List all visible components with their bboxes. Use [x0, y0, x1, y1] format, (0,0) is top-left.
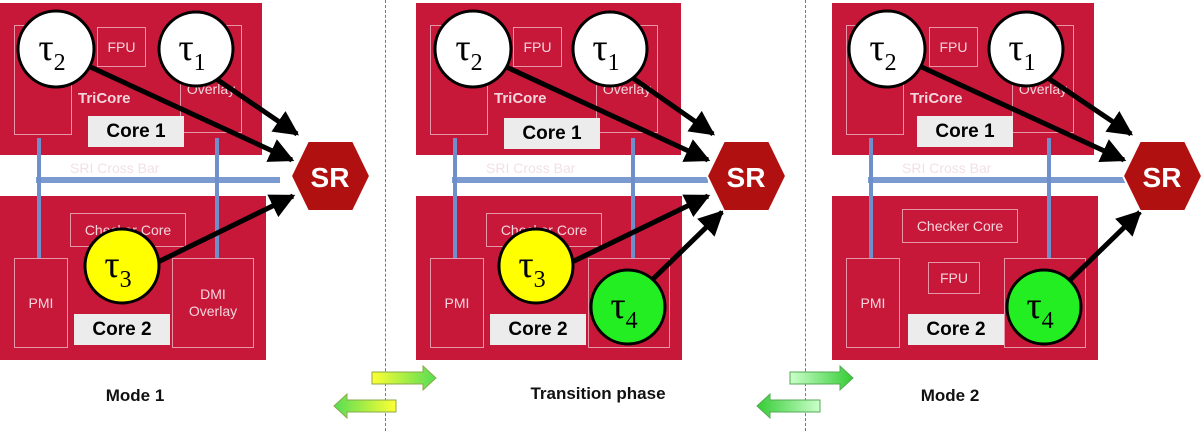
svg-text:τ1: τ1 [178, 27, 205, 76]
task-tau1: τ1 [571, 10, 649, 88]
bus-left [453, 138, 457, 258]
arrow-tau2-sr [82, 61, 295, 163]
sri-cross-bar [36, 177, 280, 183]
arrow-tau2-sr [913, 61, 1127, 163]
task-tau4: τ4 [1005, 268, 1083, 346]
bus-left [869, 138, 873, 258]
core2-label: Core 2 [908, 314, 1004, 345]
arrow-tau3-sr [156, 193, 296, 265]
bus-right [215, 138, 219, 258]
mode-label: Transition phase [530, 384, 666, 403]
sri-cross-bar [868, 177, 1138, 183]
sri-cross-bar-label: SRI Cross Bar [902, 160, 992, 176]
task-tau1: τ1 [987, 10, 1065, 88]
pmi-box: PMI [430, 258, 484, 348]
svg-text:τ1: τ1 [1008, 27, 1035, 76]
task-tau2: τ2 [16, 9, 96, 89]
transition-arrow-right-1 [371, 364, 437, 392]
arrow-tau3-sr [570, 193, 711, 265]
core2-label: Core 2 [74, 314, 170, 345]
core1-label: Core 1 [917, 116, 1013, 147]
sr-label: SR [727, 162, 766, 193]
mode-label: Mode 1 [105, 386, 165, 405]
sri-cross-bar-label: SRI Cross Bar [70, 160, 160, 176]
core2-label: Core 2 [490, 314, 586, 345]
divider-left [385, 0, 386, 431]
bus-right [631, 138, 635, 258]
sr-label: SR [311, 162, 350, 193]
arrow-tau1-sr [1043, 73, 1134, 137]
sr-resource-3: SR [1121, 140, 1203, 212]
core1-label: Core 1 [88, 116, 184, 147]
arrow-tau1-sr [210, 73, 300, 137]
transition-arrow-left-1 [333, 392, 397, 420]
svg-text:τ2: τ2 [38, 27, 65, 76]
arrow-tau4-sr [648, 210, 724, 284]
fpu-box: FPU [929, 27, 978, 67]
fpu-box-core2: FPU [928, 262, 980, 294]
divider-right [805, 0, 806, 431]
bus-left [37, 138, 41, 258]
panel1-arrows [82, 61, 300, 265]
dmi-overlay-box: DMI Overlay [172, 258, 254, 348]
transition-arrow-right-2 [789, 364, 854, 392]
arrow-tau4-sr [1066, 210, 1142, 284]
task-tau3: τ3 [83, 227, 161, 305]
panel2-arrows [498, 61, 724, 284]
svg-text:τ3: τ3 [518, 244, 545, 293]
svg-text:τ3: τ3 [104, 244, 131, 293]
mode-label: Mode 2 [920, 386, 980, 405]
tricore-label: TriCore [494, 90, 547, 107]
core1-label: Core 1 [504, 118, 600, 149]
tricore-label: TriCore [910, 90, 963, 107]
svg-text:τ2: τ2 [455, 27, 482, 76]
task-tau2: τ2 [847, 9, 927, 89]
dmi-text: DMI [200, 286, 226, 302]
sri-cross-bar-label: SRI Cross Bar [486, 160, 576, 176]
panel3-arrows [913, 61, 1142, 284]
svg-text:τ4: τ4 [610, 285, 637, 334]
task-tau4: τ4 [589, 268, 667, 346]
transition-arrow-left-2 [756, 392, 821, 420]
fpu-box: FPU [97, 27, 146, 67]
overlay-text: Overlay [188, 303, 238, 319]
core2-right-unit [588, 258, 670, 348]
task-tau3: τ3 [497, 227, 575, 305]
task-tau2: τ2 [433, 9, 513, 89]
bus-right [1047, 138, 1051, 258]
checker-core-box: Checker Core [902, 209, 1018, 243]
svg-text:τ4: τ4 [1026, 285, 1053, 334]
task-tau1: τ1 [157, 10, 235, 88]
svg-text:τ2: τ2 [869, 27, 896, 76]
sri-cross-bar [452, 177, 708, 183]
arrow-tau1-sr [628, 73, 716, 137]
arrow-tau2-sr [498, 61, 711, 163]
fpu-box: FPU [513, 27, 562, 67]
tricore-label: TriCore [78, 90, 131, 107]
core2-right-unit [1004, 258, 1086, 348]
pmi-box: PMI [846, 258, 900, 348]
pmi-box: PMI [14, 258, 68, 348]
sr-label: SR [1143, 162, 1182, 193]
svg-text:τ1: τ1 [592, 27, 619, 76]
sr-resource-2: SR [705, 140, 788, 212]
sr-resource-1: SR [289, 140, 372, 212]
